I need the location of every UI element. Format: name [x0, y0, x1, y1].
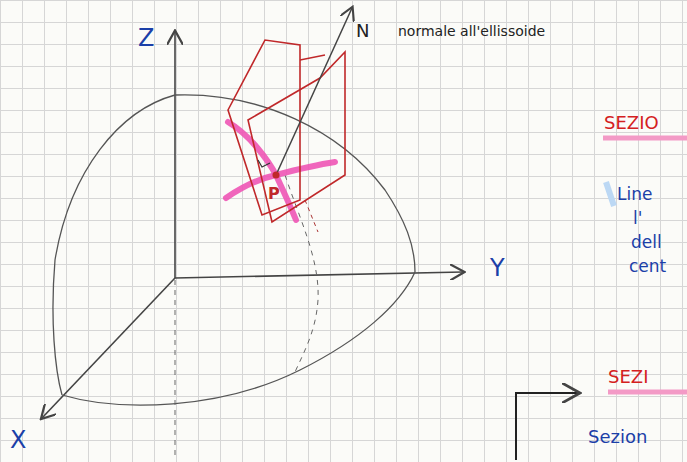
x-axis	[42, 278, 175, 418]
highlight	[606, 182, 614, 206]
ellipsoid-outline	[53, 95, 175, 395]
ellipsoid-outline	[62, 272, 415, 405]
note-text: cent	[629, 258, 666, 275]
z-axis	[174, 32, 176, 278]
point-dot	[273, 172, 280, 179]
note-text: l'	[633, 210, 642, 227]
note-text: dell	[631, 234, 662, 251]
normal-line	[276, 8, 352, 175]
section-heading: SEZIO	[604, 114, 659, 132]
section-heading: SEZI	[608, 368, 648, 386]
section-plane	[300, 55, 325, 60]
note-text: Line	[617, 186, 652, 203]
section-plane	[248, 52, 345, 222]
axis-label: Y	[490, 256, 505, 280]
axis-label: Z	[138, 26, 154, 50]
normal-label: N	[356, 22, 369, 40]
bracket-arrow	[516, 393, 578, 460]
note-text: Sezion	[588, 428, 647, 446]
hidden-line	[175, 280, 176, 460]
highlight	[603, 136, 687, 141]
ellipsoid-outline	[175, 95, 415, 272]
point-label: P	[268, 186, 280, 202]
right-angle-mark	[258, 160, 270, 167]
axis-label: X	[10, 428, 26, 452]
normal-note: normale all'ellissoide	[398, 24, 545, 38]
hidden-line	[305, 200, 318, 232]
highlight	[608, 390, 687, 395]
y-axis	[175, 272, 463, 278]
